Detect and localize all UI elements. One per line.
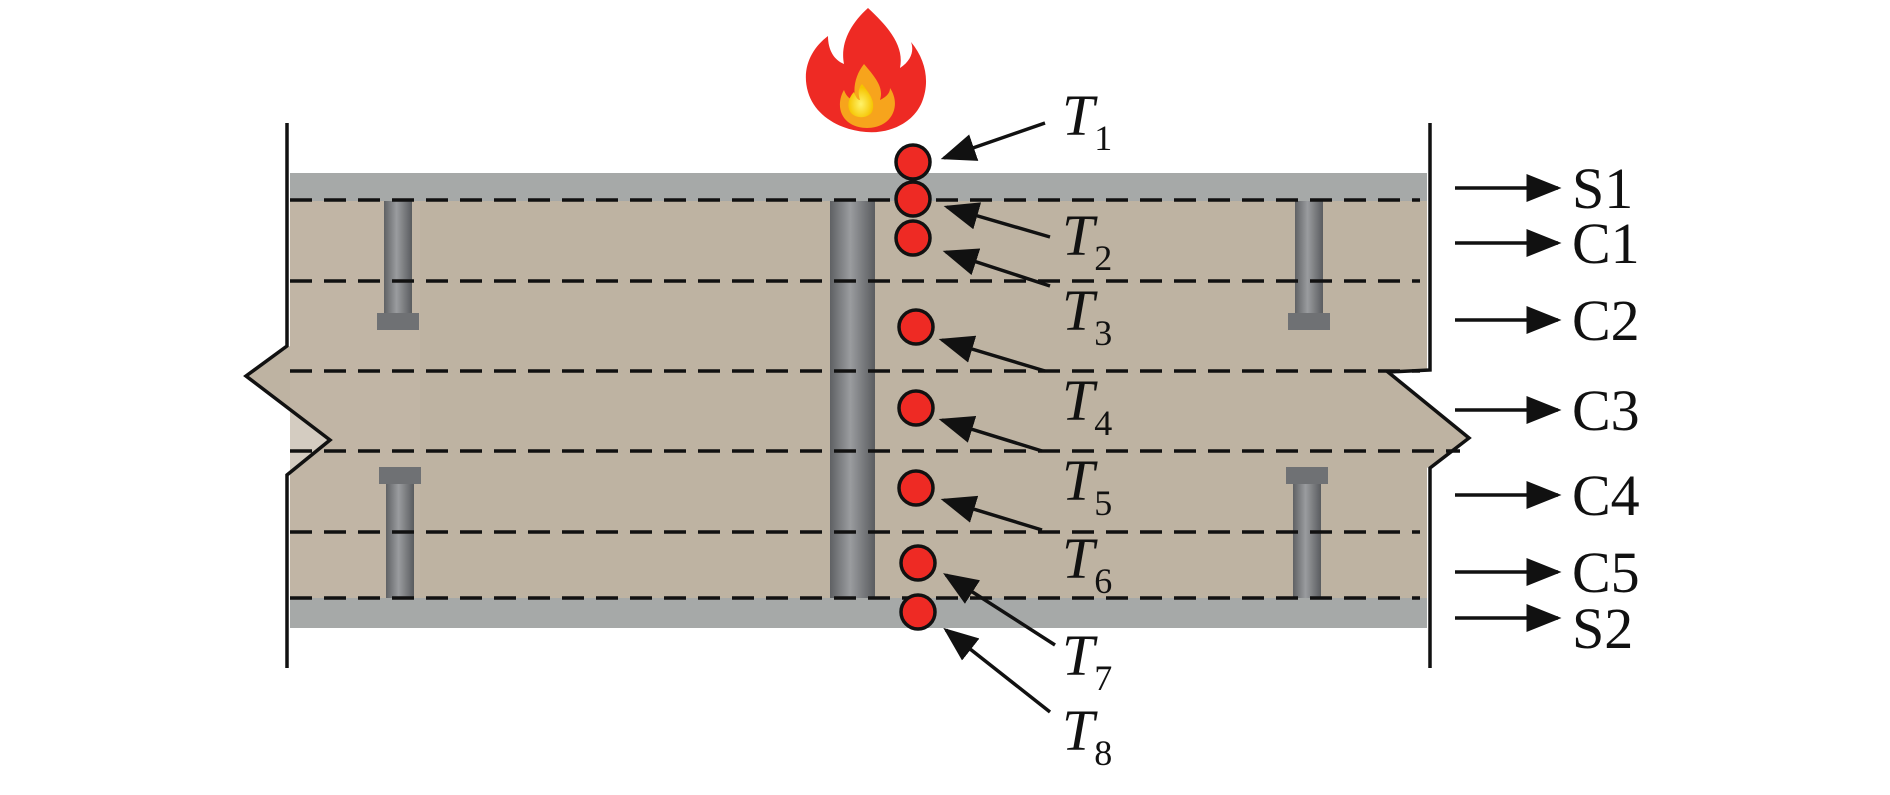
thermocouple-point: [897, 389, 935, 427]
thermocouple-point: [899, 593, 937, 631]
thermocouple-label-t7: T7: [1062, 623, 1112, 698]
thermocouple-label-t4: T4: [1062, 368, 1112, 443]
thermocouple-point: [894, 219, 932, 257]
thermocouple-label-t5: T5: [1062, 448, 1112, 523]
layer-label-c5: C5: [1572, 540, 1640, 605]
layer-label-s2: S2: [1572, 596, 1633, 661]
shear-stud: [1286, 467, 1328, 598]
thermocouple-point: [897, 469, 935, 507]
shear-stud: [1288, 201, 1330, 330]
thermocouple-label-t3: T3: [1062, 278, 1112, 353]
thermocouple-point: [897, 308, 935, 346]
layer-label-s1: S1: [1572, 156, 1633, 221]
layer-label-c1: C1: [1572, 211, 1640, 276]
layer-label-c4: C4: [1572, 463, 1640, 528]
layer-label-c2: C2: [1572, 288, 1640, 353]
flame-icon: [805, 8, 927, 133]
bottom-steel-plate: [290, 598, 1427, 628]
right-break-line: [1383, 123, 1472, 668]
thermocouple-label-t1: T1: [1062, 83, 1112, 158]
thermocouple-point: [894, 180, 932, 218]
shear-stud: [379, 467, 421, 598]
top-steel-plate: [290, 173, 1427, 201]
layer-boundaries: [290, 198, 1460, 600]
left-break-line: [243, 123, 333, 668]
layer-label-c3: C3: [1572, 378, 1640, 443]
thermocouple-leaders: [938, 121, 1056, 714]
thermocouple-label-t2: T2: [1062, 203, 1112, 278]
thermocouple-markers: [894, 143, 937, 631]
thermocouple-point: [894, 143, 932, 181]
tie-bar: [830, 201, 875, 598]
layer-arrows: [1455, 174, 1562, 632]
shear-stud: [377, 201, 419, 330]
thermocouple-label-t6: T6: [1062, 526, 1112, 601]
thermocouple-point: [899, 544, 937, 582]
thermocouple-label-t8: T8: [1062, 698, 1112, 773]
